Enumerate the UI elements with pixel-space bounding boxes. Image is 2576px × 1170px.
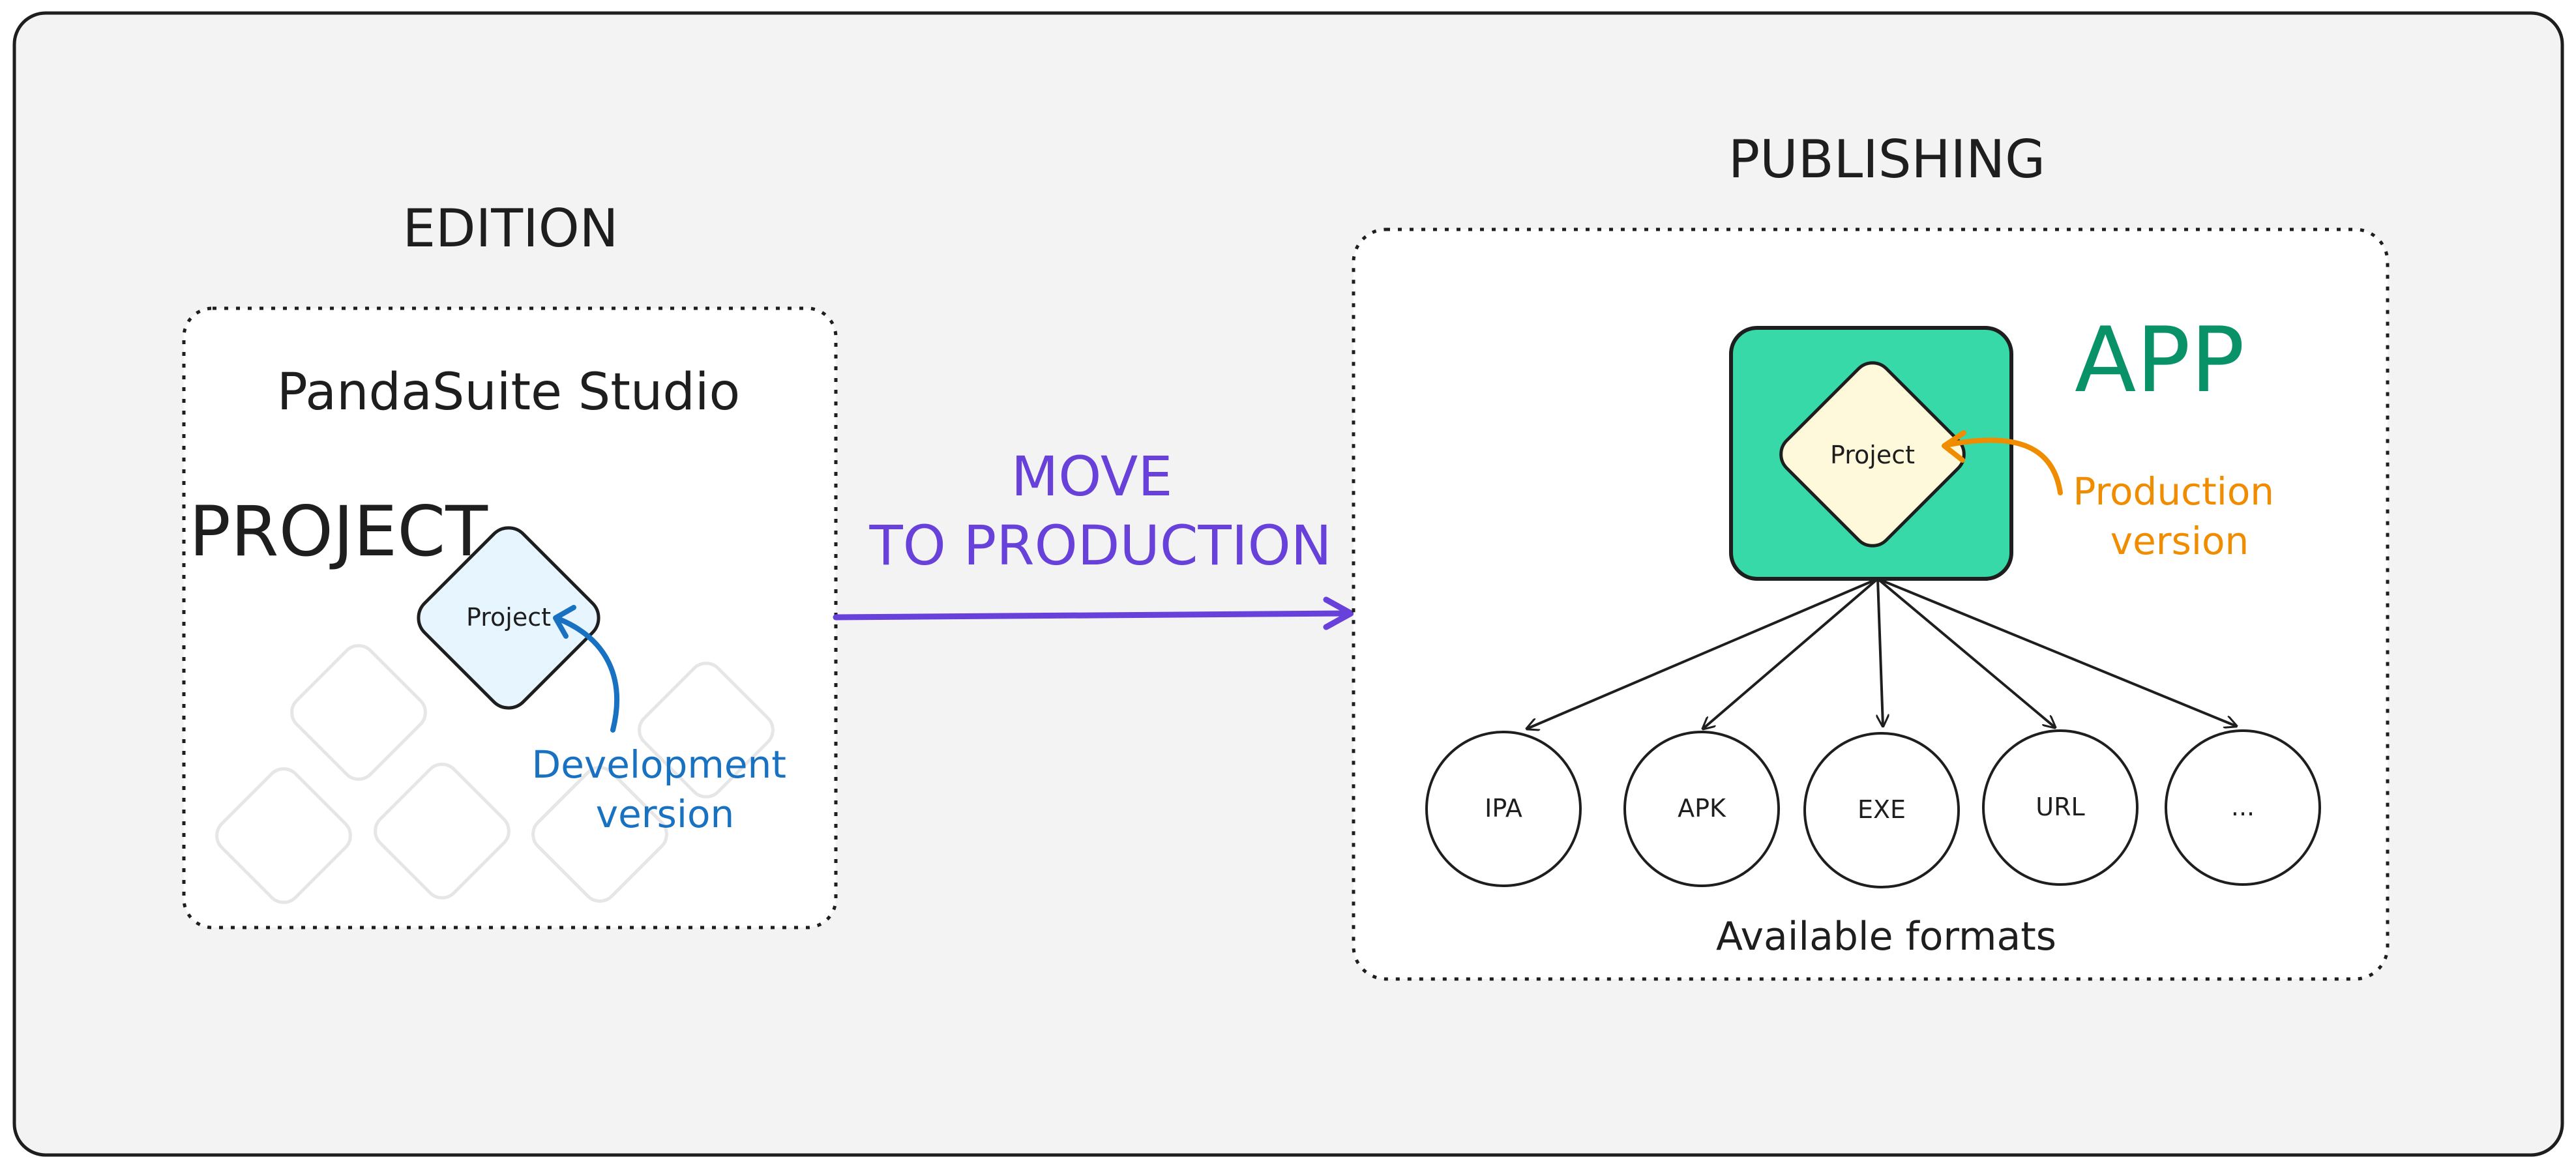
- format-label-exe: EXE: [1858, 795, 1906, 824]
- ghost-diamond: [638, 662, 775, 798]
- edition-heading: EDITION: [402, 198, 618, 259]
- format-labels: IPA APK EXE URL ...: [1485, 793, 2255, 824]
- arrow-to-more: [1877, 578, 2236, 726]
- move-to-production-arrowhead: [1323, 596, 1354, 630]
- prod-version-arrow: [1944, 437, 2063, 495]
- dev-version-arrowhead: [553, 605, 576, 639]
- project-label: PROJECT: [189, 491, 488, 572]
- dev-version-line2: version: [596, 792, 734, 836]
- format-label-ipa: IPA: [1485, 794, 1522, 823]
- studio-label: PandaSuite Studio: [277, 363, 741, 422]
- ghost-diamond: [374, 763, 511, 899]
- dev-version-label: Development version: [532, 742, 799, 836]
- dev-project-node-label: Project: [466, 603, 551, 632]
- prod-project-node-label: Project: [1830, 441, 1915, 469]
- format-circle-exe: [1803, 732, 1960, 888]
- format-circle-more: [2165, 729, 2321, 886]
- move-to-production-arrow: [833, 610, 1353, 621]
- format-circles: [1425, 729, 2321, 888]
- format-arrows: [1527, 578, 2236, 729]
- format-label-apk: APK: [1678, 794, 1726, 823]
- arrow-to-ipa: [1527, 578, 1878, 729]
- format-label-url: URL: [2036, 793, 2084, 821]
- arrow-to-url: [1876, 578, 2055, 727]
- format-circle-ipa: [1425, 731, 1582, 887]
- ghost-diamond: [290, 644, 427, 781]
- formats-caption: Available formats: [1716, 914, 2056, 959]
- arrow-to-apk: [1703, 578, 1879, 729]
- prod-version-label: Production version: [2073, 469, 2286, 563]
- move-line1: MOVE: [1011, 445, 1173, 508]
- arrow-to-exe: [1878, 578, 1883, 726]
- format-label-more: ...: [2231, 793, 2255, 821]
- format-circle-url: [1982, 729, 2139, 886]
- publishing-heading: PUBLISHING: [1728, 129, 2045, 190]
- move-to-production-label: MOVE TO PRODUCTION: [868, 445, 1331, 578]
- ghost-diamond: [215, 767, 352, 904]
- ghost-diamonds: [215, 644, 775, 904]
- dev-version-arrow: [557, 617, 620, 733]
- prod-version-arrowhead: [1942, 430, 1966, 463]
- format-circle-apk: [1623, 731, 1780, 887]
- move-line2: TO PRODUCTION: [868, 514, 1331, 578]
- prod-version-line1: Production: [2073, 469, 2274, 514]
- dev-version-line1: Development: [532, 742, 786, 787]
- dev-project-diamond: [417, 526, 600, 710]
- prod-version-line2: version: [2110, 519, 2249, 563]
- app-label: APP: [2075, 308, 2245, 413]
- ghost-diamond: [531, 766, 668, 903]
- prod-project-diamond: [1779, 361, 1966, 548]
